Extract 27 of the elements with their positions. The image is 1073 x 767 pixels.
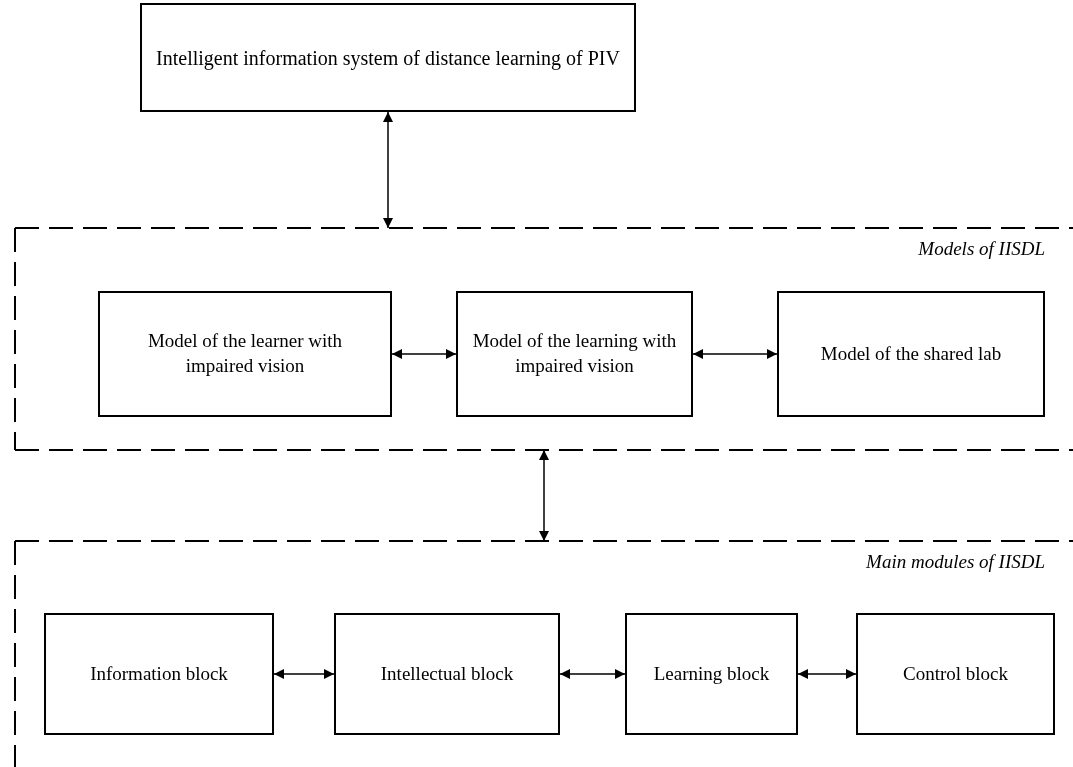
- double-arrow: [559, 669, 626, 679]
- dashed-group-frame: [15, 541, 1073, 767]
- double-arrow: [383, 111, 393, 229]
- group-title: Models of IISDL: [918, 238, 1045, 260]
- double-arrow: [539, 449, 549, 542]
- dashed-group-frame: [15, 228, 1073, 450]
- box-label: Information block: [90, 661, 228, 686]
- process-box: [625, 613, 798, 735]
- box-label: Model of the learning with impaired vision: [471, 329, 678, 378]
- process-box: [140, 3, 636, 112]
- double-arrow: [391, 349, 457, 359]
- process-box: [98, 291, 392, 417]
- process-box: [456, 291, 693, 417]
- box-label: Control block: [903, 661, 1008, 686]
- process-box: [856, 613, 1055, 735]
- box-label: Intelligent information system of distance learning of PIV: [156, 45, 620, 71]
- double-arrow: [692, 349, 778, 359]
- box-label: Model of the learner with impaired vision: [146, 329, 344, 378]
- process-box: [777, 291, 1045, 417]
- box-label: Learning block: [653, 661, 770, 686]
- box-label: Model of the shared lab: [820, 341, 1002, 366]
- process-box: [44, 613, 274, 735]
- box-label: Intellectual block: [380, 661, 514, 686]
- double-arrow: [797, 669, 857, 679]
- group-title: Main modules of IISDL: [866, 551, 1045, 573]
- double-arrow: [273, 669, 335, 679]
- process-box: [334, 613, 560, 735]
